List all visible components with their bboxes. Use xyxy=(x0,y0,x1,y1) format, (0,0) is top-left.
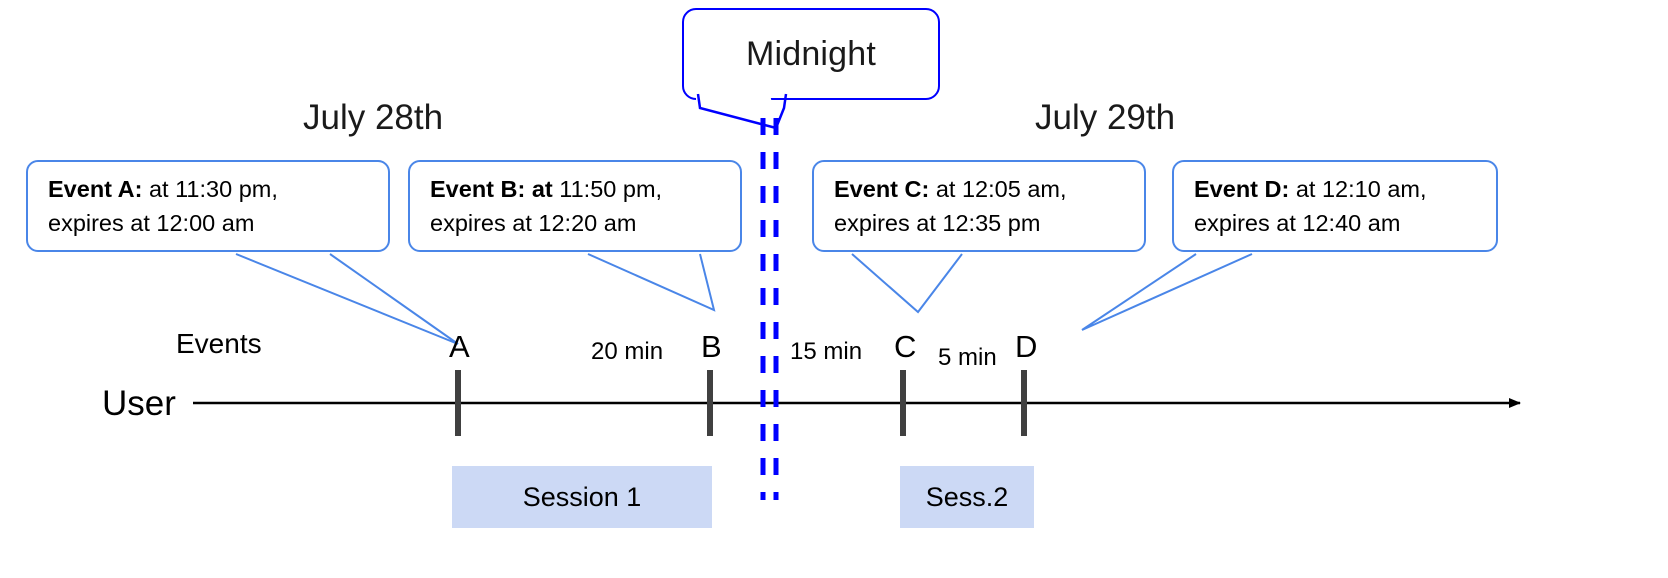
event-c-line-2: expires at 12:35 pm xyxy=(834,210,1041,236)
event-callout-a: Event A: at 11:30 pm, expires at 12:00 a… xyxy=(26,160,390,252)
midnight-callout-tail xyxy=(696,93,788,130)
gap-label-c-to-d: 5 min xyxy=(938,344,997,371)
midnight-label: Midnight xyxy=(745,35,877,73)
event-callout-c: Event C: at 12:05 am, expires at 12:35 p… xyxy=(812,160,1146,252)
event-a-line-2: expires at 12:00 am xyxy=(48,210,255,236)
gap-label-b-to-c: 15 min xyxy=(790,338,863,365)
midnight-divider-line xyxy=(760,118,779,500)
event-d-line-2: expires at 12:40 am xyxy=(1194,210,1401,236)
event-c-time: at 12:05 am, xyxy=(929,176,1067,202)
tick-label-d: D xyxy=(1015,329,1038,364)
event-b-line-2: expires at 12:20 am xyxy=(430,210,637,236)
day-label-july-29: July 29th xyxy=(1035,98,1176,137)
session-bar-1: Session 1 xyxy=(452,466,712,528)
tick-label-b: B xyxy=(701,329,722,364)
event-b-prefix: Event B: at xyxy=(430,176,553,202)
day-label-july-28: July 28th xyxy=(303,98,444,137)
session-2-label: Sess.2 xyxy=(925,481,1009,512)
events-row-label: Events xyxy=(176,328,262,359)
event-b-line-1: Event B: at 11:50 pm, xyxy=(430,172,726,206)
session-bar-2: Sess.2 xyxy=(900,466,1034,528)
event-d-line-1: Event D: at 12:10 am, xyxy=(1194,172,1482,206)
session-1-label: Session 1 xyxy=(522,481,642,512)
event-d-time: at 12:10 am, xyxy=(1289,176,1427,202)
gap-label-a-to-b: 20 min xyxy=(591,338,664,365)
event-c-line-1: Event C: at 12:05 am, xyxy=(834,172,1130,206)
event-callout-b: Event B: at 11:50 pm, expires at 12:20 a… xyxy=(408,160,742,252)
event-c-prefix: Event C: xyxy=(834,176,930,202)
event-d-prefix: Event D: xyxy=(1194,176,1290,202)
event-a-time: at 11:30 pm, xyxy=(142,176,278,202)
event-a-prefix: Event A: xyxy=(48,176,143,202)
user-row-label: User xyxy=(102,384,176,423)
tick-label-a: A xyxy=(449,329,470,364)
event-callout-d: Event D: at 12:10 am, expires at 12:40 a… xyxy=(1172,160,1498,252)
event-a-line-1: Event A: at 11:30 pm, xyxy=(48,172,374,206)
midnight-callout: Midnight xyxy=(682,8,940,100)
event-b-time: 11:50 pm, xyxy=(552,176,663,202)
tick-label-c: C xyxy=(894,329,917,364)
